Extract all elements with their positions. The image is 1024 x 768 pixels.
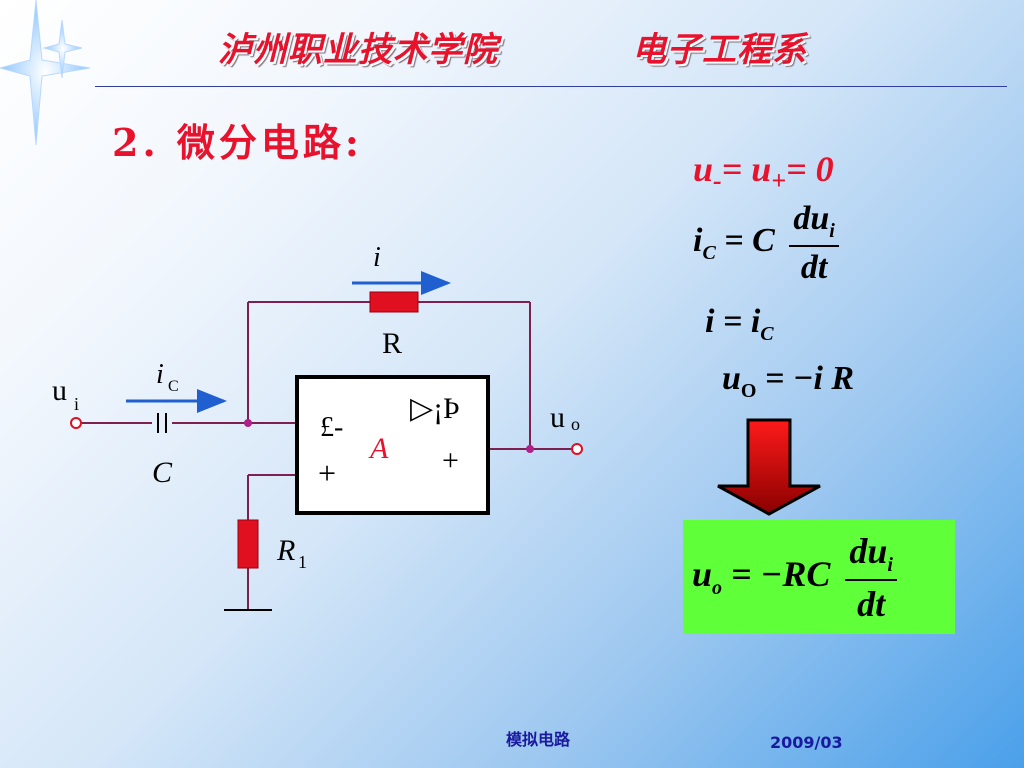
r1-label: R — [276, 534, 295, 567]
amp-label: A — [368, 432, 389, 465]
input-voltage-label: u — [52, 374, 67, 407]
gain-symbol: ▷¡Þ — [410, 392, 460, 425]
header-department: 电子工程系 — [632, 30, 807, 70]
equation-output-voltage: uO = −i R — [722, 360, 855, 402]
equation-virtual-ground: u-= u+= 0 — [693, 149, 834, 196]
input-terminal — [70, 417, 82, 429]
footer-date: 2009/03 — [770, 733, 843, 752]
result-box — [683, 520, 955, 634]
resistor-R — [369, 291, 419, 313]
output-plus-symbol: + — [442, 444, 459, 477]
equation-capacitor-current: iC = C dui dt — [693, 200, 839, 287]
output-voltage-sub: o — [571, 414, 580, 434]
cap-current-label: i — [156, 359, 164, 390]
current-i-label: i — [373, 242, 381, 273]
op-amp-box — [295, 375, 490, 515]
result-equation: uo = −RC dui dt — [692, 530, 897, 625]
noninverting-input-symbol: + — [318, 455, 336, 491]
output-voltage-label: u — [550, 401, 565, 434]
input-voltage-sub: i — [74, 394, 79, 414]
footer-course: 模拟电路 — [506, 730, 571, 749]
wires — [82, 301, 571, 610]
equation-current-equal: i = iC — [705, 303, 774, 345]
capacitor — [157, 413, 167, 433]
junction-dot — [244, 419, 252, 427]
output-terminal — [571, 443, 583, 455]
header-school: 泸州职业技术学院 — [218, 30, 498, 70]
resistor-R1 — [237, 519, 259, 569]
slide-title: 2. 微分电路: — [112, 120, 363, 165]
resistor-R-label: R — [382, 327, 402, 360]
down-arrow-icon — [717, 418, 821, 516]
header-divider — [95, 86, 1007, 87]
cap-current-sub: C — [168, 378, 179, 395]
junction-dot — [526, 445, 534, 453]
star-logo-icon — [0, 0, 90, 146]
r1-sub: 1 — [298, 552, 307, 572]
capacitor-label: C — [152, 456, 173, 489]
inverting-input-symbol: £- — [320, 412, 343, 443]
